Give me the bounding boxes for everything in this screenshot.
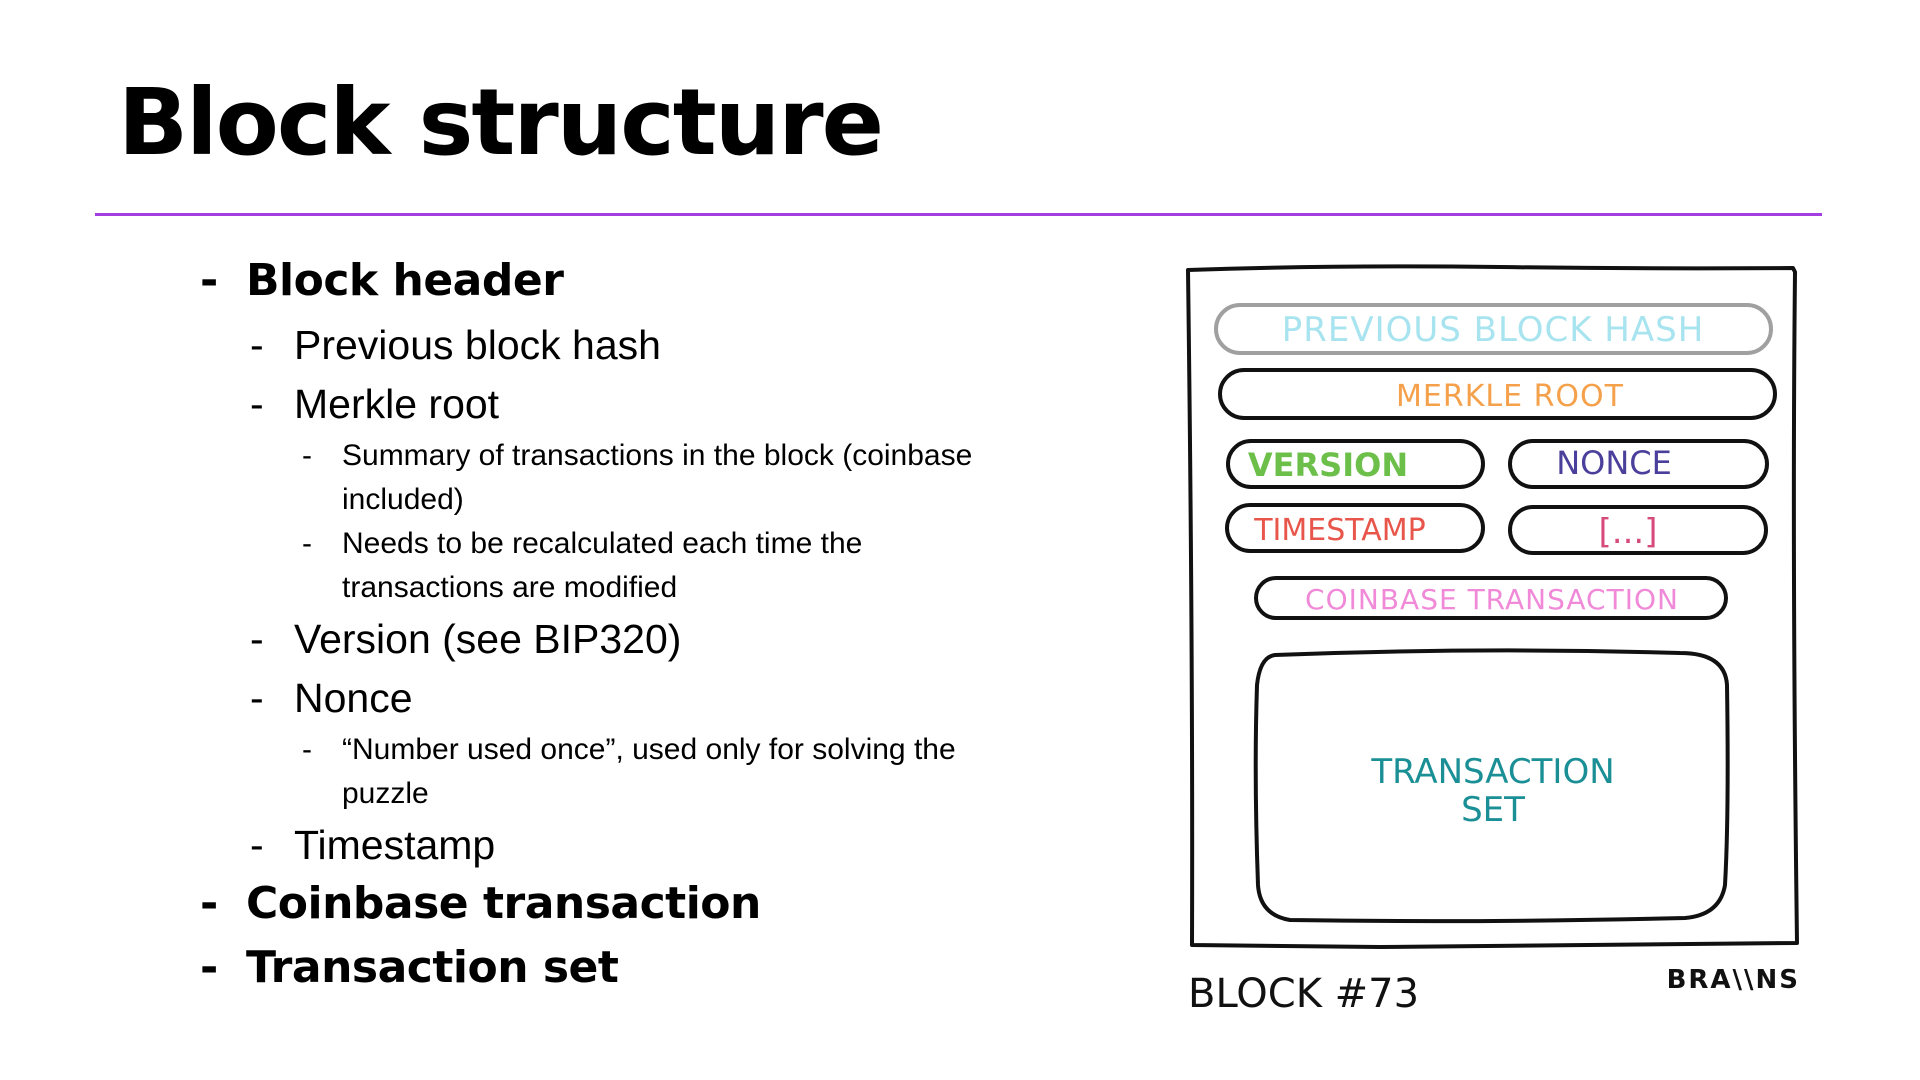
field-other [1508, 505, 1768, 555]
block-diagram-svg: PREVIOUS BLOCK HASH MERKLE ROOT VERSION … [1186, 264, 1800, 1017]
slide-title: Block structure [118, 69, 884, 176]
bullet-nonce-description: -“Number used once”, used only for solvi… [200, 728, 1032, 816]
bullet-transaction-set: -Transaction set [200, 939, 1080, 1003]
field-coinbase-transaction [1254, 576, 1728, 620]
block-diagram: PREVIOUS BLOCK HASH MERKLE ROOT VERSION … [1180, 255, 1820, 1035]
label-timestamp: TIMESTAMP [1253, 513, 1426, 548]
field-transaction-set [1253, 648, 1730, 924]
title-divider [95, 213, 1822, 216]
bullet-coinbase-transaction: -Coinbase transaction [200, 875, 1080, 939]
label-version: VERSION [1248, 446, 1408, 484]
label-coinbase-transaction: COINBASE TRANSACTION [1305, 583, 1679, 616]
label-nonce: NONCE [1556, 444, 1672, 482]
bullet-block-header: -Block header [200, 252, 1080, 316]
field-merkle-root [1218, 368, 1777, 420]
bullet-version: -Version (see BIP320) [200, 610, 1080, 669]
bullet-marker: - [302, 733, 312, 766]
bullet-marker: - [302, 439, 312, 472]
bullet-marker: - [200, 942, 218, 993]
bullet-previous-block-hash: -Previous block hash [200, 316, 1080, 375]
label-transaction-set-line2: SET [1461, 790, 1525, 830]
field-previous-block-hash [1214, 303, 1773, 355]
bullet-merkle-recalculated: -Needs to be recalculated each time the … [200, 522, 962, 610]
brand-logo: BRA\\NS [1667, 965, 1800, 995]
bullet-nonce: -Nonce [200, 669, 1080, 728]
label-other: [...] [1599, 512, 1658, 552]
field-timestamp [1225, 503, 1485, 553]
bullet-marker: - [250, 322, 264, 368]
bullet-merkle-summary: -Summary of transactions in the block (c… [200, 434, 1042, 522]
bullet-timestamp: -Timestamp [200, 816, 1080, 875]
bullet-merkle-root: -Merkle root [200, 375, 1080, 434]
bullet-marker: - [302, 527, 312, 560]
label-merkle-root: MERKLE ROOT [1396, 379, 1624, 414]
bullet-marker: - [250, 675, 264, 721]
field-nonce [1508, 439, 1769, 489]
label-previous-block-hash: PREVIOUS BLOCK HASH [1282, 310, 1705, 350]
bullet-marker: - [200, 255, 218, 306]
field-version [1226, 439, 1485, 489]
block-caption: BLOCK #73 [1188, 971, 1419, 1017]
bullet-marker: - [200, 878, 218, 929]
bullet-marker: - [250, 616, 264, 662]
bullet-marker: - [250, 822, 264, 868]
bullet-list: -Block header -Previous block hash -Merk… [200, 252, 1080, 1003]
bullet-marker: - [250, 381, 264, 427]
label-transaction-set-line1: TRANSACTION [1370, 752, 1614, 792]
block-frame [1186, 264, 1799, 949]
